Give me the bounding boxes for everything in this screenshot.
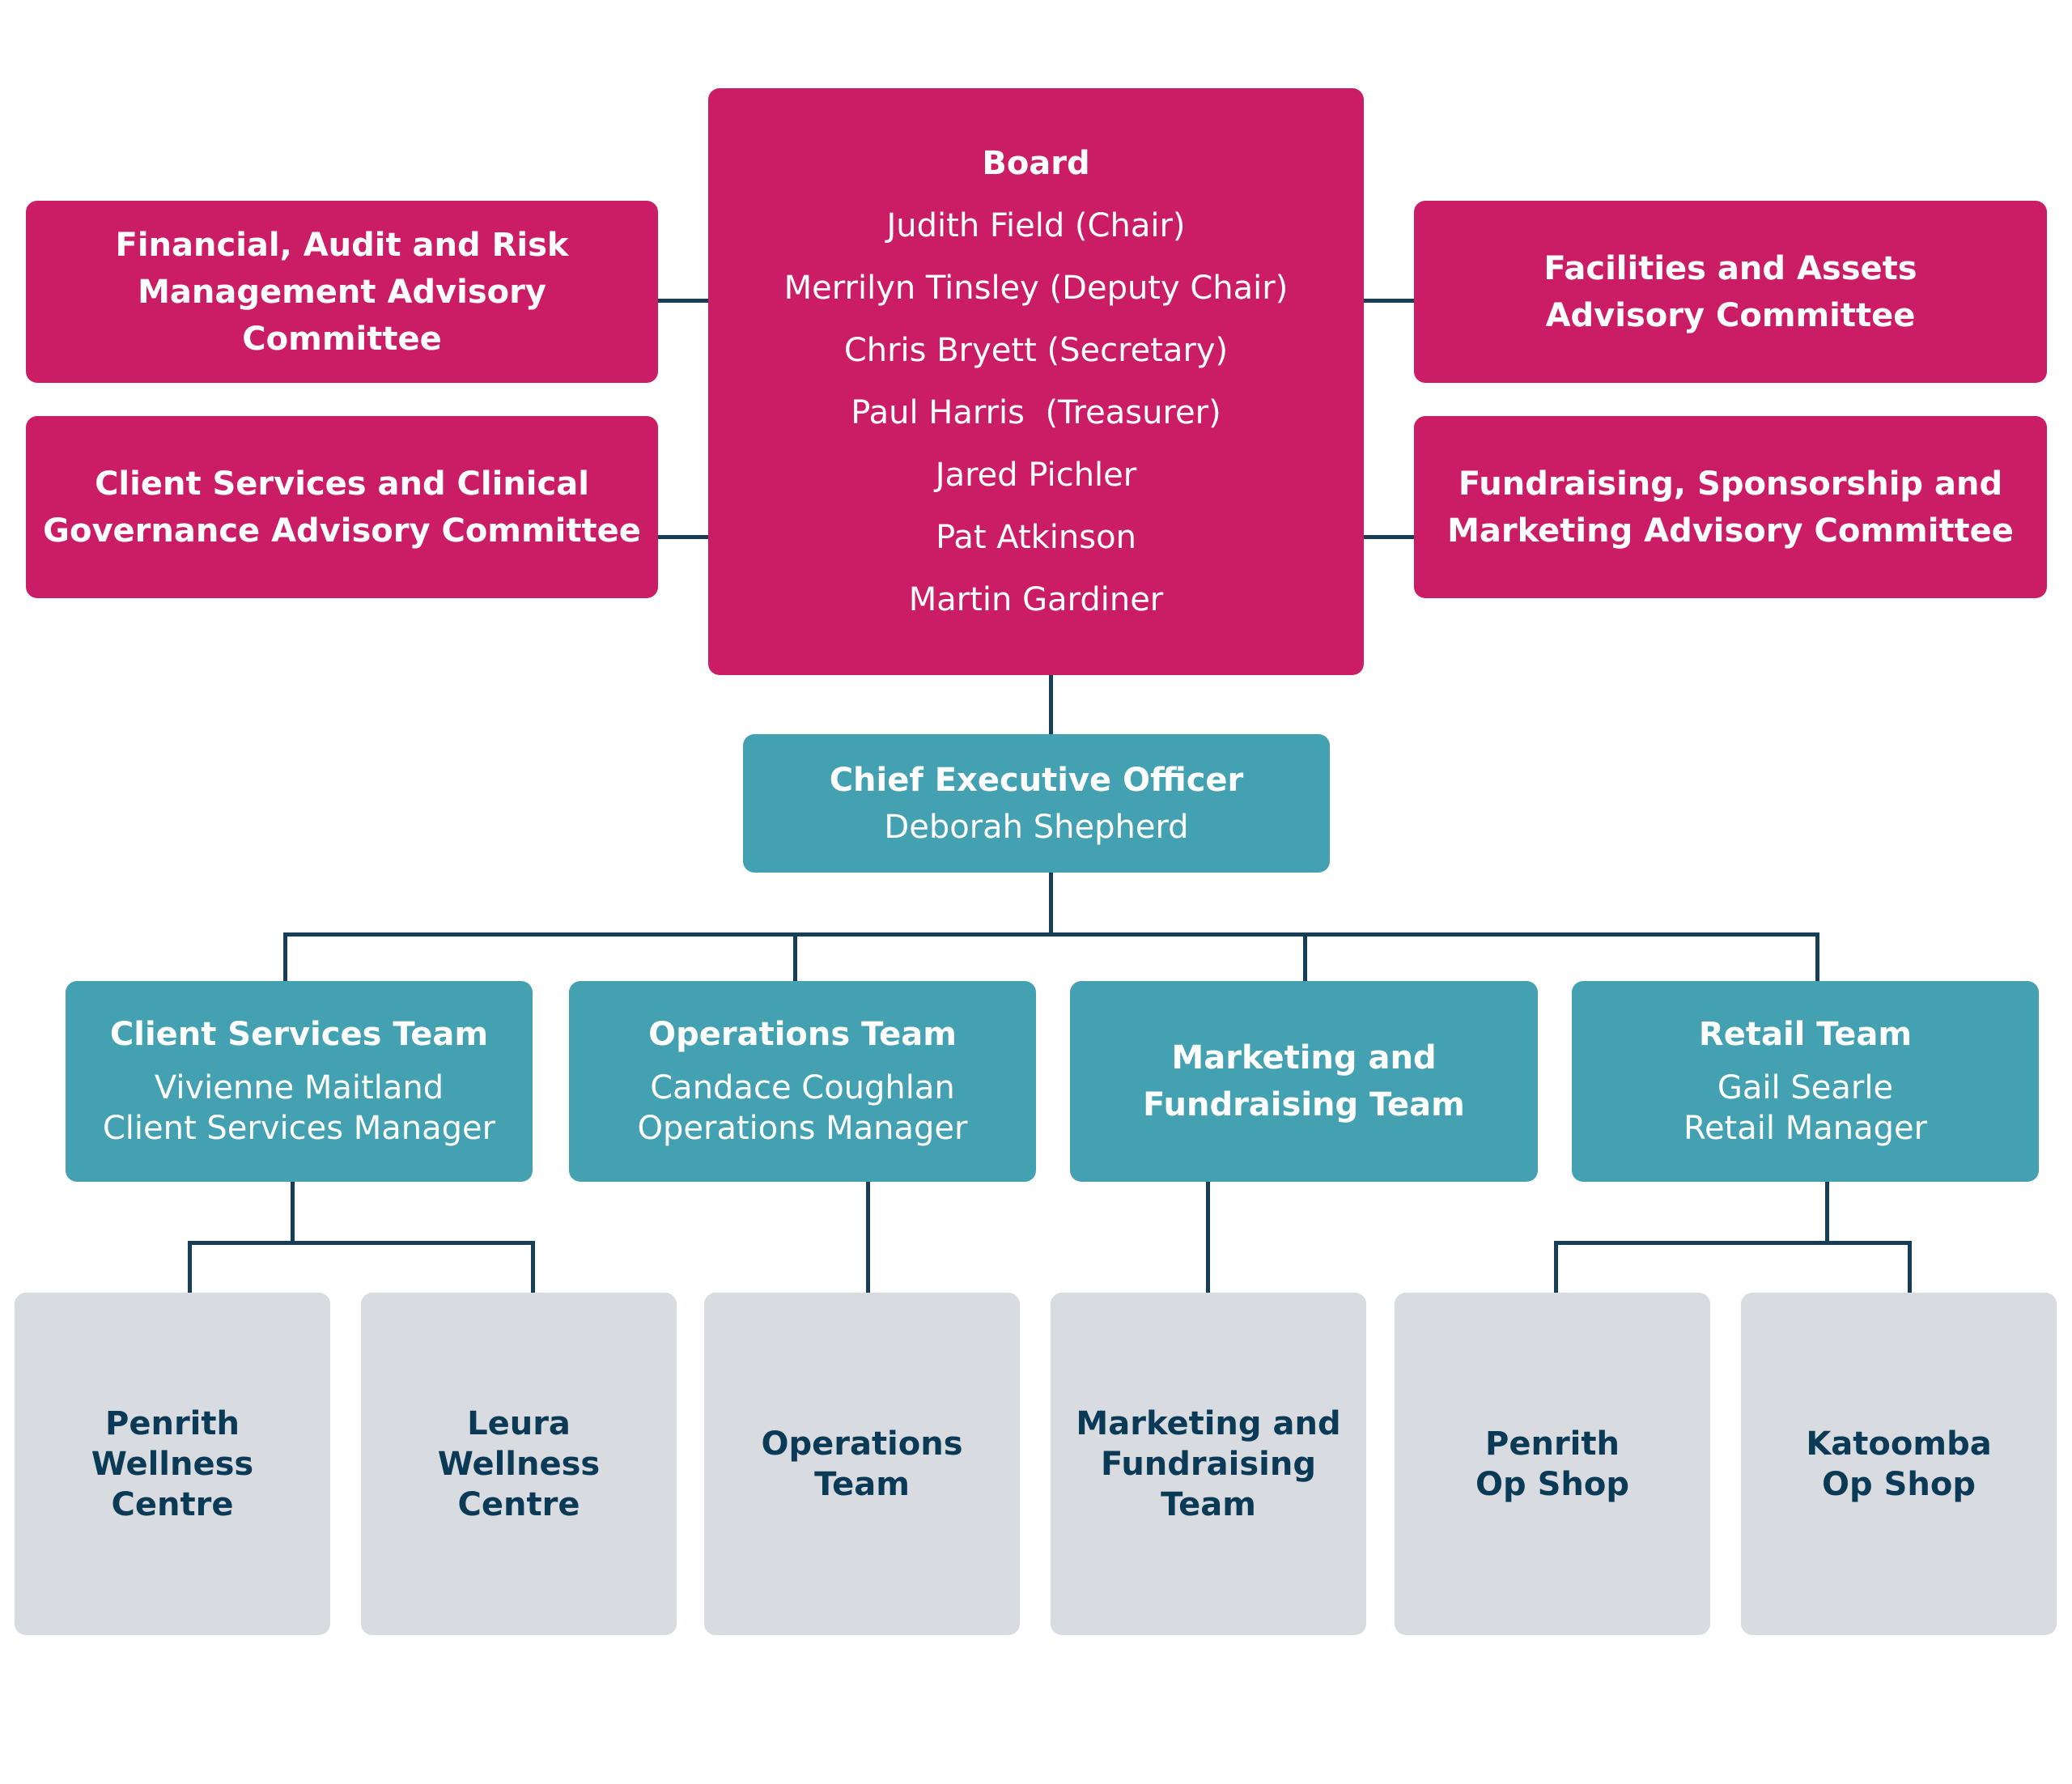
unit-penrith-op-shop: Penrith Op Shop — [1395, 1293, 1710, 1635]
team-manager-name: Gail Searle — [1717, 1069, 1894, 1107]
team-title-line: Marketing and — [1171, 1039, 1437, 1077]
ceo-box: Chief Executive Officer Deborah Shepherd — [743, 734, 1330, 873]
team-manager-name: Vivienne Maitland — [154, 1069, 444, 1107]
board-member: Pat Atkinson — [936, 518, 1136, 556]
unit-label-line: Fundraising — [1101, 1445, 1316, 1483]
unit-label-line: Penrith — [1485, 1425, 1620, 1463]
committee-label-line: Marketing Advisory Committee — [1447, 512, 2014, 550]
connector-board-right-bottom — [1364, 535, 1414, 539]
connector-unit-3 — [866, 1182, 870, 1293]
unit-label-line: Marketing and — [1076, 1404, 1341, 1442]
connector-unit-6 — [1908, 1241, 1912, 1293]
team-title: Operations Team — [648, 1016, 957, 1053]
unit-label-line: Op Shop — [1822, 1465, 1976, 1503]
board-box: Board Judith Field (Chair) Merrilyn Tins… — [708, 88, 1364, 675]
connector-board-ceo — [1049, 673, 1053, 735]
team-marketing-fundraising: Marketing and Fundraising Team — [1070, 981, 1538, 1182]
connector-team-4 — [1815, 932, 1819, 981]
committee-facilities-assets: Facilities and Assets Advisory Committee — [1414, 201, 2047, 383]
unit-leura-wellness-centre: Leura Wellness Centre — [361, 1293, 677, 1635]
connector-unit-4 — [1206, 1182, 1210, 1293]
ceo-title: Chief Executive Officer — [829, 761, 1244, 799]
board-member: Paul Harris (Treasurer) — [851, 393, 1221, 431]
committee-label-line: Financial, Audit and Risk — [115, 226, 569, 264]
connector-teams-bus — [283, 932, 1819, 937]
committee-fundraising-sponsorship-marketing: Fundraising, Sponsorship and Marketing A… — [1414, 416, 2047, 598]
team-operations: Operations Team Candace Coughlan Operati… — [569, 981, 1036, 1182]
unit-label-line: Centre — [457, 1485, 580, 1523]
unit-label-line: Team — [814, 1465, 910, 1503]
connector-unit-1 — [188, 1241, 192, 1293]
team-title: Client Services Team — [109, 1016, 489, 1053]
connector-team-2 — [793, 932, 797, 981]
unit-label-line: Operations — [761, 1425, 963, 1463]
board-member: Merrilyn Tinsley (Deputy Chair) — [783, 269, 1289, 307]
team-retail: Retail Team Gail Searle Retail Manager — [1572, 981, 2039, 1182]
unit-marketing-fundraising-team: Marketing and Fundraising Team — [1051, 1293, 1366, 1635]
committee-label-line: Management Advisory Committee — [138, 273, 546, 358]
committee-label-line: Facilities and Assets — [1543, 249, 1917, 287]
connector-unit-5 — [1554, 1241, 1558, 1293]
unit-operations-team: Operations Team — [704, 1293, 1020, 1635]
team-title-line: Fundraising Team — [1143, 1086, 1465, 1123]
team-manager-role: Operations Manager — [637, 1110, 968, 1147]
team-manager-name: Candace Coughlan — [650, 1069, 955, 1107]
board-member: Jared Pichler — [935, 456, 1137, 494]
unit-label-line: Wellness — [91, 1445, 254, 1483]
unit-label-line: Op Shop — [1475, 1465, 1629, 1503]
unit-label-line: Leura — [467, 1404, 571, 1442]
committee-label-line: Client Services and Clinical — [95, 465, 589, 503]
connector-retail-bus — [1554, 1241, 1912, 1245]
committee-label-line: Governance Advisory Committee — [43, 512, 641, 550]
board-title: Board — [982, 144, 1090, 182]
unit-label-line: Katoomba — [1806, 1425, 1992, 1463]
unit-label-line: Penrith — [105, 1404, 240, 1442]
board-member: Judith Field (Chair) — [886, 206, 1186, 244]
connector-board-left-bottom — [658, 535, 708, 539]
connector-unit-2 — [531, 1241, 535, 1293]
team-title: Retail Team — [1698, 1016, 1913, 1053]
connector-team-1 — [283, 932, 287, 981]
committee-financial-audit-risk: Financial, Audit and Risk Management Adv… — [26, 201, 658, 383]
committee-client-services-clinical: Client Services and Clinical Governance … — [26, 416, 658, 598]
ceo-name: Deborah Shepherd — [884, 808, 1189, 846]
team-client-services: Client Services Team Vivienne Maitland C… — [66, 981, 533, 1182]
team-manager-role: Client Services Manager — [102, 1110, 496, 1147]
connector-team-3 — [1303, 932, 1307, 981]
unit-penrith-wellness-centre: Penrith Wellness Centre — [15, 1293, 330, 1635]
committee-label-line: Fundraising, Sponsorship and — [1458, 465, 2003, 503]
connector-client-services-down — [291, 1182, 295, 1245]
board-member: Martin Gardiner — [908, 580, 1164, 618]
committee-label-line: Advisory Committee — [1545, 296, 1916, 334]
connector-ceo-down — [1049, 871, 1053, 937]
connector-retail-down — [1825, 1182, 1829, 1245]
connector-client-services-bus — [188, 1241, 535, 1245]
team-manager-role: Retail Manager — [1683, 1110, 1928, 1147]
unit-label-line: Team — [1161, 1485, 1256, 1523]
unit-katoomba-op-shop: Katoomba Op Shop — [1741, 1293, 2057, 1635]
connector-board-left-top — [658, 299, 708, 303]
unit-label-line: Centre — [111, 1485, 234, 1523]
connector-board-right-top — [1364, 299, 1414, 303]
board-member: Chris Bryett (Secretary) — [843, 331, 1229, 369]
unit-label-line: Wellness — [437, 1445, 601, 1483]
